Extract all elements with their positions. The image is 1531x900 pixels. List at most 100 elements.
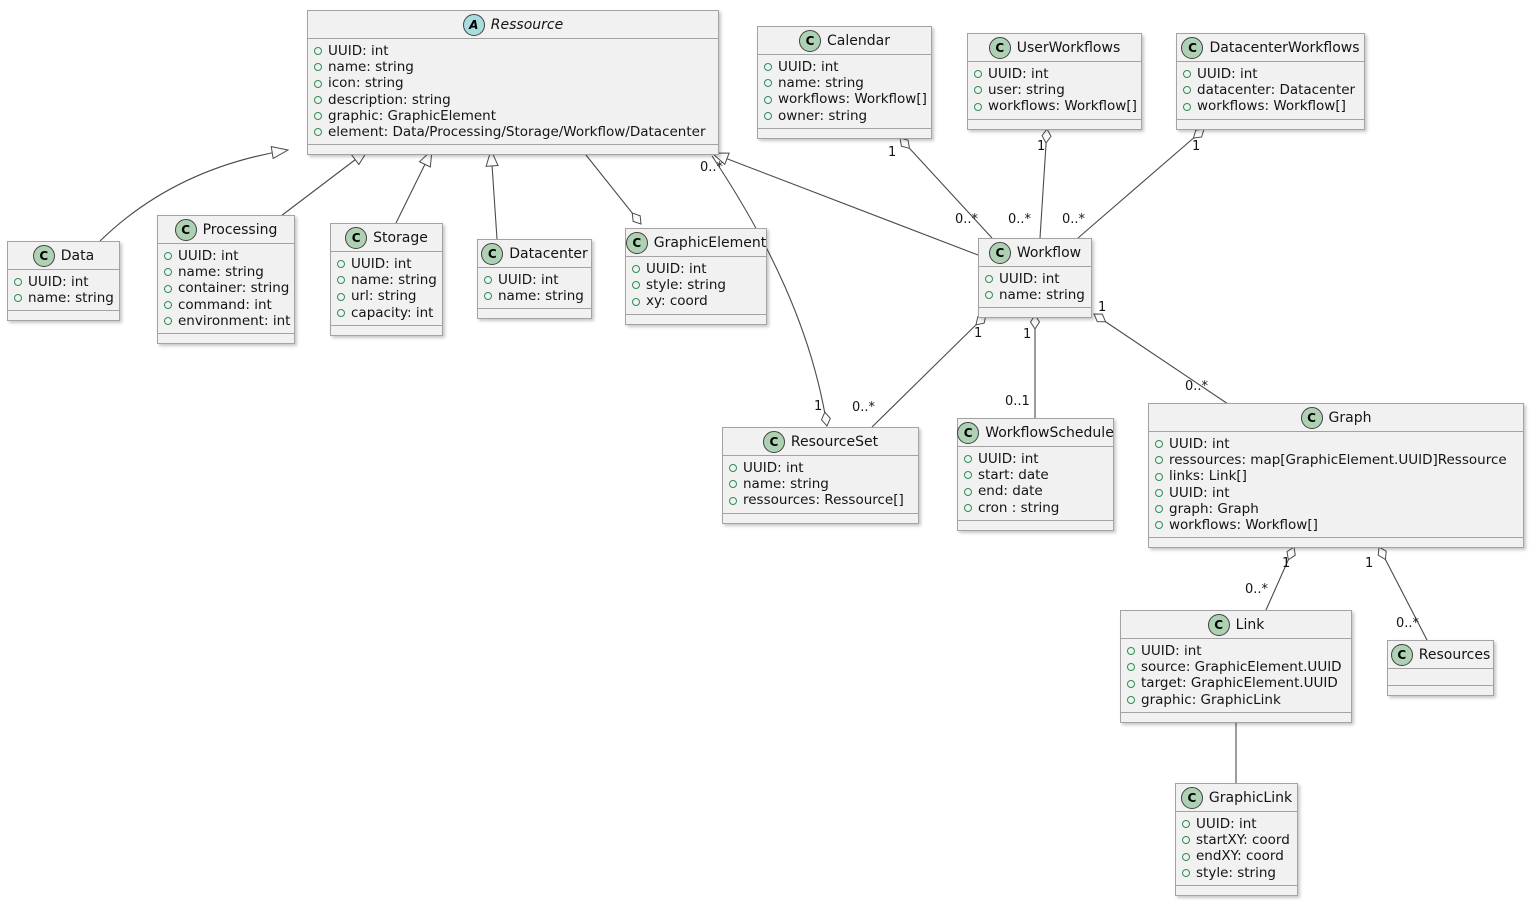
class-icon: C bbox=[481, 242, 504, 265]
field-visibility-icon bbox=[1182, 820, 1190, 829]
attribute: UUID: int bbox=[632, 261, 762, 277]
field-visibility-icon bbox=[1183, 102, 1191, 111]
class-name: Calendar bbox=[827, 32, 890, 49]
field-visibility-icon bbox=[14, 278, 22, 287]
field-visibility-icon bbox=[764, 79, 772, 88]
methods-compartment bbox=[958, 521, 1113, 530]
edge-userworkflows-workflow bbox=[1039, 128, 1052, 239]
attribute-text: UUID: int bbox=[1197, 66, 1258, 82]
field-visibility-icon bbox=[164, 316, 172, 325]
attribute: links: Link[] bbox=[1155, 468, 1519, 484]
attribute: name: string bbox=[729, 476, 914, 492]
attribute: graphic: GraphicLink bbox=[1127, 692, 1347, 708]
field-visibility-icon bbox=[1127, 663, 1135, 672]
attribute-text: UUID: int bbox=[999, 271, 1060, 287]
multiplicity-label: 0..* bbox=[955, 212, 979, 227]
class-name: WorkflowSchedule bbox=[985, 424, 1114, 441]
edge-datacenter-extends-ressource bbox=[491, 150, 497, 240]
attribute-text: command: int bbox=[178, 296, 272, 313]
attribute-text: xy: coord bbox=[646, 293, 708, 310]
multiplicity-label: 0..1 bbox=[1005, 394, 1030, 409]
attribute-text: UUID: int bbox=[1169, 484, 1230, 501]
attribute-text: UUID: int bbox=[978, 451, 1039, 467]
attribute: UUID: int bbox=[974, 66, 1137, 82]
attribute: ressources: Ressource[] bbox=[729, 492, 914, 508]
edge-graph-resources bbox=[1377, 546, 1428, 641]
field-visibility-icon bbox=[1155, 521, 1163, 530]
attribute-text: graphic: GraphicLink bbox=[1141, 691, 1281, 708]
methods-compartment bbox=[8, 311, 119, 320]
attribute: environment: int bbox=[164, 313, 290, 329]
field-visibility-icon bbox=[1155, 472, 1163, 481]
class-name: Link bbox=[1235, 616, 1265, 633]
field-visibility-icon bbox=[985, 275, 993, 284]
field-visibility-icon bbox=[1127, 647, 1135, 656]
field-visibility-icon bbox=[1182, 836, 1190, 845]
attribute: UUID: int bbox=[337, 256, 438, 272]
abstract-class-icon: A bbox=[462, 13, 485, 36]
attribute-text: ressources: Ressource[] bbox=[743, 492, 904, 509]
attribute: UUID: int bbox=[964, 451, 1109, 467]
class-name: Resources bbox=[1418, 646, 1491, 663]
attribute: command: int bbox=[164, 297, 290, 313]
methods-compartment bbox=[1121, 713, 1351, 722]
methods-compartment bbox=[979, 308, 1091, 317]
class-name: Datacenter bbox=[509, 245, 588, 262]
field-visibility-icon bbox=[1155, 488, 1163, 497]
field-visibility-icon bbox=[764, 95, 772, 104]
multiplicity-label: 0..* bbox=[1062, 212, 1086, 227]
class-title: C Processing bbox=[158, 216, 294, 244]
field-visibility-icon bbox=[1182, 868, 1190, 877]
attribute-text: workflows: Workflow[] bbox=[1169, 517, 1318, 534]
attribute: UUID: int bbox=[164, 248, 290, 264]
attribute-text: UUID: int bbox=[988, 66, 1049, 82]
class-name: Data bbox=[60, 247, 95, 264]
attribute-text: style: string bbox=[1196, 864, 1276, 881]
field-visibility-icon bbox=[314, 79, 322, 88]
attribute-text: ressources: map[GraphicElement.UUID]Ress… bbox=[1169, 452, 1507, 469]
class-icon: C bbox=[1390, 643, 1413, 666]
edge-storage-extends-ressource bbox=[395, 150, 432, 224]
methods-compartment bbox=[626, 315, 766, 324]
class-name: ResourceSet bbox=[790, 433, 879, 450]
attribute: url: string bbox=[337, 288, 438, 304]
attribute: UUID: int bbox=[764, 59, 927, 75]
class-name: GraphicLink bbox=[1208, 789, 1293, 806]
attribute: description: string bbox=[314, 92, 714, 108]
attribute-text: workflows: Workflow[] bbox=[778, 91, 927, 108]
attribute: name: string bbox=[764, 75, 927, 91]
attribute: name: string bbox=[484, 288, 587, 304]
attribute-text: name: string bbox=[498, 288, 584, 305]
class-name: Processing bbox=[202, 221, 278, 238]
methods-compartment bbox=[308, 145, 718, 154]
field-visibility-icon bbox=[632, 297, 640, 306]
field-visibility-icon bbox=[1127, 695, 1135, 704]
attribute-text: end: date bbox=[978, 483, 1043, 500]
attribute-text: name: string bbox=[351, 272, 437, 289]
multiplicity-label: 1 bbox=[1192, 139, 1201, 154]
attribute: owner: string bbox=[764, 108, 927, 124]
field-visibility-icon bbox=[164, 300, 172, 309]
attribute: start: date bbox=[964, 467, 1109, 483]
methods-compartment bbox=[1176, 886, 1297, 895]
attribute: graphic: GraphicElement bbox=[314, 108, 714, 124]
attribute: workflows: Workflow[] bbox=[1155, 517, 1519, 533]
field-visibility-icon bbox=[337, 276, 345, 285]
attribute-text: datacenter: Datacenter bbox=[1197, 82, 1356, 99]
attribute-text: name: string bbox=[743, 476, 829, 493]
attribute-text: name: string bbox=[778, 75, 864, 92]
class-icon: C bbox=[174, 218, 197, 241]
field-visibility-icon bbox=[632, 265, 640, 274]
field-visibility-icon bbox=[1182, 852, 1190, 861]
